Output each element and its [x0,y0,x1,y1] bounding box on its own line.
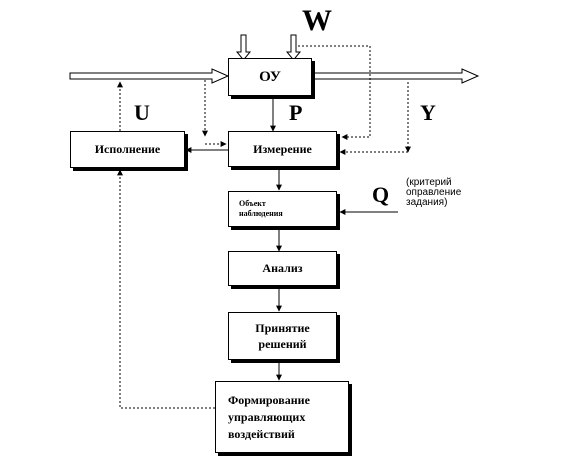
w-branch-line [298,45,371,140]
form-label-line1: Формирование [228,392,310,407]
signal-q: Q [372,182,390,207]
criteria-note-line1: (критерий [406,177,452,188]
criteria-note-line2: оправление [406,187,462,198]
ispolnenie-box: Исполнение [70,131,185,168]
signal-w: W [302,4,332,37]
obekt-label-line2: наблюдения [239,209,283,218]
signal-u: U [134,100,150,125]
ou-box: ОУ [228,58,312,96]
obekt-nablyudeniya-box: Объект наблюдения [228,191,337,227]
signal-y: Y [420,100,436,125]
output-flow-arrow [311,68,480,84]
form-label-line3: воздействий [228,426,295,441]
analiz-box: Анализ [228,251,337,286]
input-flow-arrow [69,68,230,84]
signal-p: P [289,100,303,125]
y-branch-line [339,82,411,155]
input-branch-line [202,80,227,147]
ispolnenie-label: Исполнение [94,142,161,156]
formirovanie-box: Формирование управляющих воздействий [215,381,349,453]
disturbance-arrows [235,34,302,61]
prinyatie-label-line2: решений [258,337,307,351]
prinyatie-label-line1: Принятие [255,321,310,335]
prinyatie-resheniy-box: Принятие решений [228,312,337,360]
analiz-label: Анализ [262,261,303,275]
obekt-label-line1: Объект [239,199,266,208]
ou-label: ОУ [259,68,281,85]
criteria-note-line3: задания) [406,197,448,208]
izmerenie-box: Измерение [228,131,337,167]
feedback-line [117,169,215,409]
form-label-line2: управляющих [228,409,306,424]
izmerenie-label: Измерение [253,141,312,156]
criteria-note: (критерий оправление задания) [406,178,461,208]
